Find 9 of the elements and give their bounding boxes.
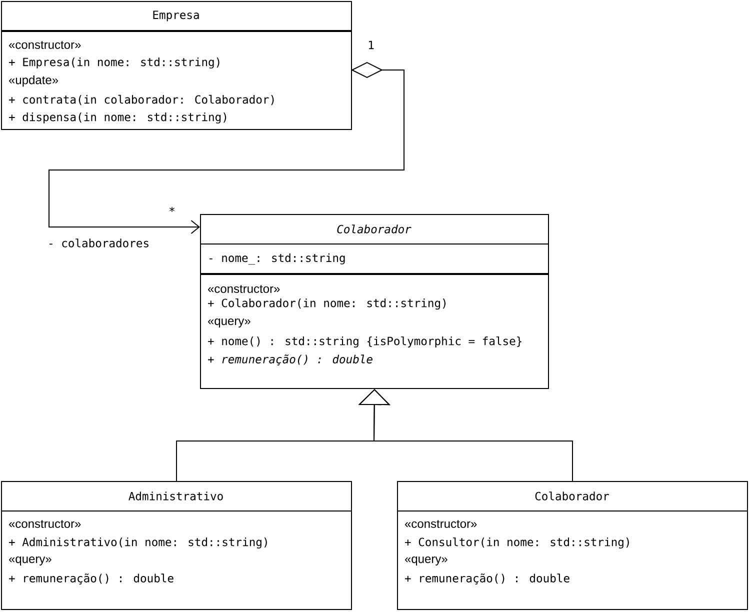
generalization-arrow [358,389,573,482]
class-box: Administrativo «constructor» + Administrativo(in nome: std::string) «query» + remuneração() : double [0,481,352,610]
class-box: Empresa «constructor» + Empresa(in nome: std::string) «update» + contrata(in colaborador: Colaborador) + dispensa(in nome: std::string) [1,1,352,130]
aggregation-arrow [48,62,404,234]
role-label: - colaboradores [49,238,148,248]
class-box: Colaborador - nome_: std::string «constructor» + Colaborador(in nome: std::string) «query» + nome() : std::string {isPolymorphic = false} + remuneração() : double [200,214,549,389]
class-box: Colaborador «constructor» + Consultor(in nome: std::string) «query» + remuneração() : double [396,481,748,610]
multiplicity-label: 1 [368,40,374,50]
multiplicity-label: * [170,206,174,212]
